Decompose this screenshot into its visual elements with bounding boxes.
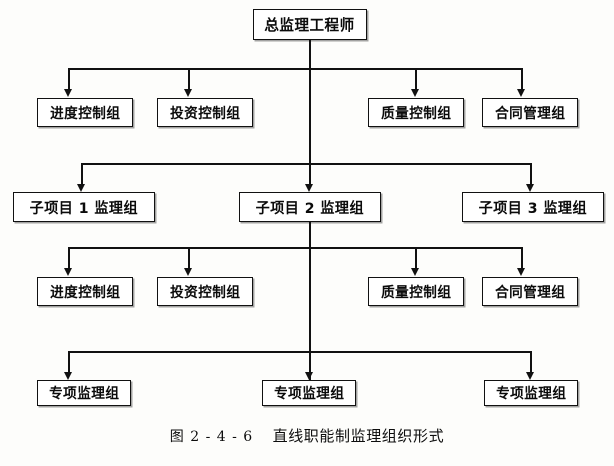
node-sub-project-2: 子项目 2 监理组 — [239, 192, 381, 222]
node-label: 投资控制组 — [169, 105, 241, 122]
node-quality-control-bottom: 质量控制组 — [368, 277, 464, 306]
node-investment-control-bottom: 投资控制组 — [157, 277, 253, 306]
node-label: 子项目 2 监理组 — [255, 200, 365, 217]
node-sub-project-1: 子项目 1 监理组 — [13, 192, 155, 222]
node-label: 子项目 1 监理组 — [29, 200, 139, 217]
node-label: 专项监理组 — [273, 386, 345, 402]
arrow-sub2 — [305, 184, 313, 192]
bus-line-level4 — [68, 247, 522, 249]
node-label: 总监理工程师 — [264, 16, 356, 34]
trunk-bus2-to-sub2 — [309, 163, 311, 187]
trunk-root-to-bus1 — [309, 40, 311, 69]
node-special-supervision-3: 专项监理组 — [484, 380, 578, 406]
bus-line-level3 — [81, 163, 530, 165]
drop-investment-bottom — [188, 247, 190, 269]
arrow-sub3 — [526, 184, 534, 192]
arrow-progress-top — [64, 89, 72, 97]
drop-quality-bottom — [415, 247, 417, 269]
node-label: 进度控制组 — [49, 105, 121, 122]
trunk-to-bus4 — [309, 306, 311, 381]
node-progress-control-top: 进度控制组 — [37, 98, 133, 127]
trunk-sub2-to-bus3 — [309, 222, 311, 323]
drop-quality-top — [415, 68, 417, 90]
drop-sub1 — [81, 163, 83, 185]
node-label: 进度控制组 — [49, 284, 121, 301]
arrow-contract-top — [517, 89, 525, 97]
drop-special1 — [68, 351, 70, 373]
node-label: 合同管理组 — [494, 284, 566, 301]
drop-contract-top — [521, 68, 523, 90]
drop-contract-bottom — [521, 247, 523, 269]
node-label: 专项监理组 — [495, 386, 567, 402]
node-contract-management-top: 合同管理组 — [482, 98, 578, 127]
drop-progress-bottom — [68, 247, 70, 269]
node-progress-control-bottom: 进度控制组 — [37, 277, 133, 306]
figure-caption: 图 2 - 4 - 6 直线职能制监理组织形式 — [0, 425, 614, 446]
bus-line-level2 — [68, 68, 522, 70]
arrow-investment-bottom — [184, 268, 192, 276]
figure-caption-text: 直线职能制监理组织形式 — [272, 427, 445, 445]
arrow-special2 — [305, 372, 313, 380]
node-special-supervision-1: 专项监理组 — [37, 380, 131, 406]
node-chief-supervisor: 总监理工程师 — [253, 9, 367, 40]
drop-sub3 — [530, 163, 532, 185]
node-quality-control-top: 质量控制组 — [368, 98, 464, 127]
arrow-quality-top — [411, 89, 419, 97]
drop-progress-top — [68, 68, 70, 90]
node-label: 子项目 3 监理组 — [478, 200, 588, 217]
node-label: 质量控制组 — [380, 284, 452, 301]
drop-investment-top — [188, 68, 190, 90]
figure-number: 图 2 - 4 - 6 — [169, 429, 254, 445]
node-label: 合同管理组 — [494, 105, 566, 122]
trunk-bus1-to-bus2 — [309, 68, 311, 163]
node-contract-management-bottom: 合同管理组 — [482, 277, 578, 306]
arrow-contract-bottom — [517, 268, 525, 276]
arrow-sub1 — [77, 184, 85, 192]
node-label: 专项监理组 — [48, 386, 120, 402]
node-label: 投资控制组 — [169, 284, 241, 301]
arrow-progress-bottom — [64, 268, 72, 276]
node-sub-project-3: 子项目 3 监理组 — [462, 192, 604, 222]
arrow-special1 — [64, 372, 72, 380]
arrow-quality-bottom — [411, 268, 419, 276]
node-label: 质量控制组 — [380, 105, 452, 122]
arrow-investment-top — [184, 89, 192, 97]
drop-special3 — [530, 351, 532, 373]
node-special-supervision-2: 专项监理组 — [262, 380, 356, 406]
node-investment-control-top: 投资控制组 — [157, 98, 253, 127]
bus-line-level5 — [68, 351, 530, 353]
arrow-special3 — [526, 372, 534, 380]
